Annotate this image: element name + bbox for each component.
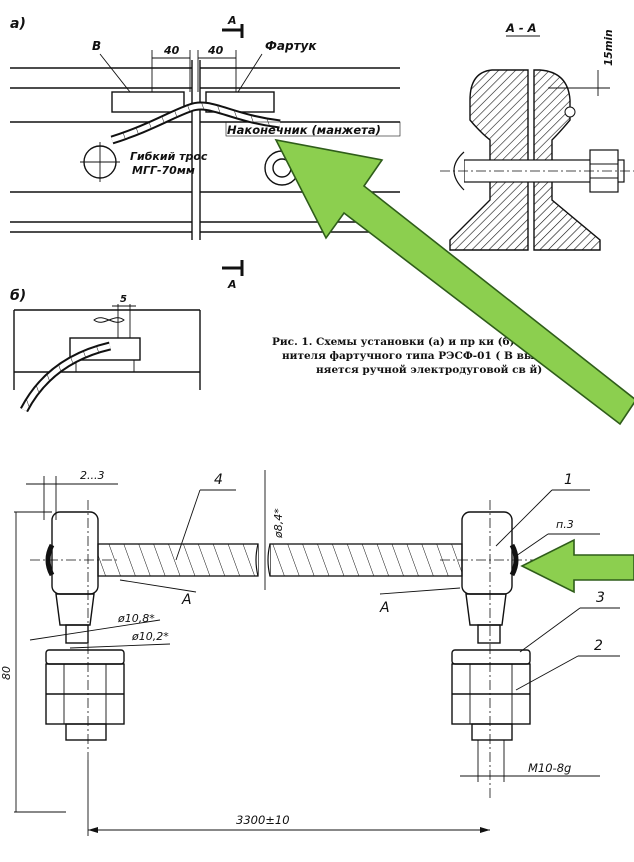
callout-3: 3 xyxy=(596,590,605,606)
caption-line-2: нителя фартучного типа РЭСФ-01 ( В выпол xyxy=(282,350,557,362)
plate-left xyxy=(111,91,185,113)
section-a-label: а) xyxy=(10,16,26,32)
callout-1: 1 xyxy=(564,472,573,488)
caption-line-1: Рис. 1. Схемы установки (а) и пр ки (б) … xyxy=(272,336,553,348)
dim-d102: ø10,2* xyxy=(131,630,169,643)
dim-2-3: 2...3 xyxy=(80,469,105,482)
label-cable-line2: МГГ-70мм xyxy=(132,164,195,177)
arrow-small-icon xyxy=(520,538,634,594)
cable-bottom xyxy=(97,543,463,577)
label-v: В xyxy=(92,39,101,53)
dim-left-vertical: 80 xyxy=(0,666,13,680)
dim-d84: ø8,4* xyxy=(272,508,285,539)
callout-2: 2 xyxy=(594,638,603,654)
view-b: б) 5 xyxy=(10,288,201,413)
callout-4: 4 xyxy=(214,472,223,488)
dim-d108: ø10,8* xyxy=(117,612,155,625)
section-mark-top: А xyxy=(227,14,237,27)
dim-5: 5 xyxy=(120,294,127,305)
caption-line-3: няется ручной электродуговой св й) xyxy=(316,364,542,376)
figure-caption: Рис. 1. Схемы установки (а) и пр ки (б) … xyxy=(272,336,557,376)
tip-left xyxy=(30,500,125,760)
label-apron: Фартук xyxy=(265,39,317,53)
arrow-large-icon xyxy=(274,138,634,426)
dim-15min: 15min xyxy=(603,29,615,66)
label-p3: п.3 xyxy=(556,518,574,531)
connector-assembly-drawing: 4 1 3 2 2...3 ø8,4* ø10,8* ø10,2* п.3 А … xyxy=(0,469,620,836)
section-b-label: б) xyxy=(10,288,26,304)
dim-total: 3300±10 xyxy=(236,813,290,827)
section-view-a-a: А - А 15min xyxy=(440,21,634,251)
dim-40-right: 40 xyxy=(207,44,224,57)
label-a-left: А xyxy=(181,592,192,608)
thread-label: M10-8g xyxy=(528,761,571,775)
tip-right xyxy=(440,500,540,800)
dim-40-left: 40 xyxy=(163,44,180,57)
section-view-title: А - А xyxy=(505,21,537,35)
label-cable-line1: Гибкий трос xyxy=(130,150,208,163)
annotation-arrows xyxy=(274,138,634,594)
label-a-right: А xyxy=(379,600,390,616)
section-mark-bottom: А xyxy=(227,278,237,291)
label-tip: Наконечник (манжета) xyxy=(227,123,381,137)
